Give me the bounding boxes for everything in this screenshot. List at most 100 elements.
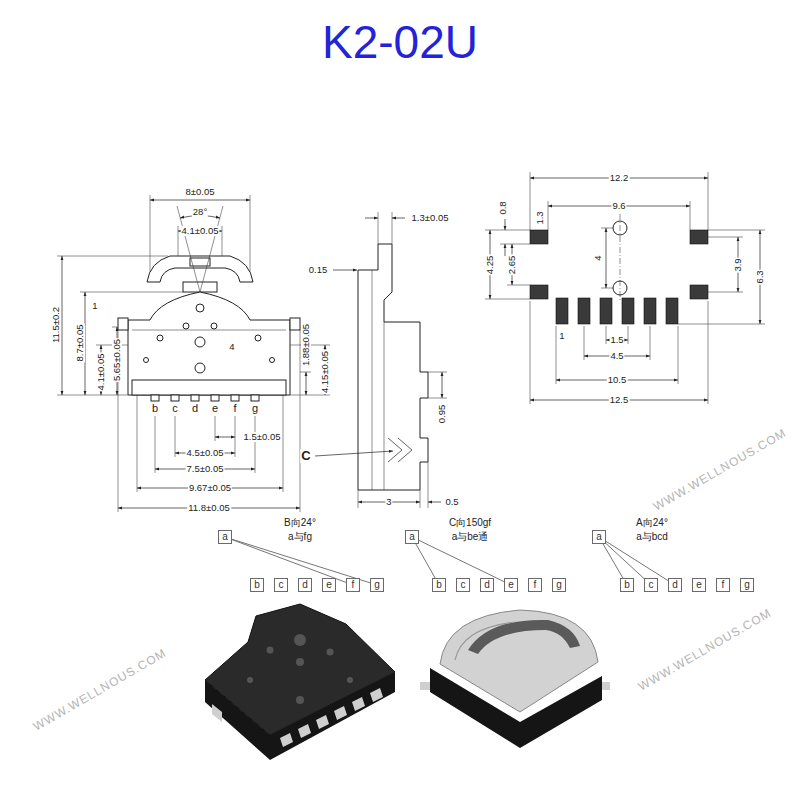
footprint-dimensions-part [628, 326, 629, 344]
footprint-dimensions-part [708, 230, 765, 231]
side-view-part [428, 502, 441, 503]
product-photo-back-part [334, 706, 347, 720]
front-view-part [144, 358, 149, 363]
dimension-label: 6.3 [755, 269, 765, 284]
front-view-part [157, 335, 163, 341]
product-photo-back-part [267, 647, 274, 654]
contact-box: e [322, 578, 336, 592]
footprint-dimensions-part [507, 285, 530, 286]
product-photo-front [420, 610, 610, 748]
front-view-dimensions-part [306, 372, 307, 395]
contact-box: a [405, 530, 419, 544]
drawing-title: K2-02U [322, 19, 478, 65]
front-view-part [290, 318, 300, 330]
front-view-part [195, 337, 205, 347]
pin-letter: f [232, 403, 237, 415]
dimension-label: 12.5 [609, 395, 630, 405]
front-view-part [151, 395, 159, 401]
front-view-part [147, 256, 253, 282]
contact-box: d [298, 578, 312, 592]
contact-letter: g [374, 580, 380, 590]
contact-link [606, 543, 644, 578]
contact-letter: e [326, 580, 332, 590]
dimension-label: 1.88±0.05 [301, 323, 311, 367]
contact-box: b [620, 578, 634, 592]
contact-box: d [668, 578, 682, 592]
watermark: WWW.WELLNOUS.COM [635, 606, 774, 694]
watermark: WWW.WELLNOUS.COM [30, 646, 169, 734]
front-view-dimensions-part [137, 395, 138, 492]
dimension-label: 28° [192, 207, 208, 217]
footprint-dimensions-part [601, 228, 613, 229]
contact-link [232, 540, 346, 583]
dimension-label: 1 [558, 331, 565, 341]
contact-letter: f [534, 580, 537, 590]
contact-box: e [504, 578, 518, 592]
front-view-part [183, 323, 189, 329]
contact-box: f [528, 578, 542, 592]
switching-note: a与fg [287, 532, 313, 543]
dimension-label: 4.15±0.05 [320, 350, 330, 394]
front-view-part [211, 323, 217, 329]
product-photo-back-part [247, 677, 253, 683]
front-view-dimensions-part [222, 226, 223, 256]
pcb-footprint-part [690, 285, 708, 299]
front-view-part [128, 292, 290, 395]
side-view [315, 212, 447, 508]
front-view-dimensions [57, 195, 330, 512]
product-photo-back-part [316, 715, 329, 729]
switching-note: a与be通 [451, 532, 490, 543]
product-photo-back [205, 604, 395, 760]
pin-letter: d [191, 403, 199, 415]
front-view-dimensions-part [300, 372, 311, 373]
front-view-part [251, 395, 259, 401]
dimension-label: 12.2 [609, 173, 630, 183]
footprint-dimensions-part [650, 326, 651, 360]
side-view-part [420, 490, 421, 508]
front-view-part [183, 282, 217, 292]
side-view-part [442, 372, 443, 398]
pin-letter: c [171, 403, 179, 415]
dimension-label: 4.5 [609, 351, 624, 361]
contact-letter: b [624, 580, 630, 590]
front-view-dimensions-part [255, 416, 256, 473]
footprint-dimensions-part [606, 326, 607, 344]
footprint-dimensions-part [500, 244, 530, 245]
contact-box: b [250, 578, 264, 592]
side-view-part [428, 462, 429, 508]
side-view-part [392, 212, 393, 244]
footprint-dimensions-part [505, 219, 506, 230]
contact-letter: b [254, 580, 260, 590]
side-view-part [428, 372, 447, 373]
footprint-dimensions-part [708, 172, 709, 230]
front-view-part [118, 318, 128, 330]
contact-letter: a [596, 532, 602, 542]
contact-box: c [456, 578, 470, 592]
front-view [118, 256, 300, 401]
side-view-part [358, 244, 428, 490]
side-view-part [398, 438, 412, 462]
side-view-part [333, 270, 357, 271]
contact-letter: c [461, 580, 466, 590]
contact-letter: a [222, 532, 228, 542]
front-view-part [191, 395, 199, 401]
front-view-dimensions-part [235, 416, 236, 457]
contact-letter: a [409, 532, 415, 542]
dimension-label: 9.67±0.05 [188, 483, 232, 493]
dimension-label: 9.6 [611, 201, 626, 211]
front-view-dimensions-part [57, 256, 168, 257]
dimension-label: 0.15 [308, 265, 329, 275]
footprint-dimensions [485, 172, 765, 404]
front-view-dimensions-part [283, 395, 284, 492]
contact-letter: c [279, 580, 284, 590]
contact-letter: g [744, 580, 750, 590]
pcb-footprint-part [600, 298, 612, 324]
front-view-dimensions-part [150, 200, 250, 201]
front-view-dimensions-part [80, 292, 183, 293]
product-photo-back-part [352, 697, 365, 711]
product-photo-back-part [212, 704, 222, 722]
dimension-label: 4.5±0.05 [186, 448, 225, 458]
contact-letter: d [302, 580, 308, 590]
contact-letter: f [722, 580, 725, 590]
